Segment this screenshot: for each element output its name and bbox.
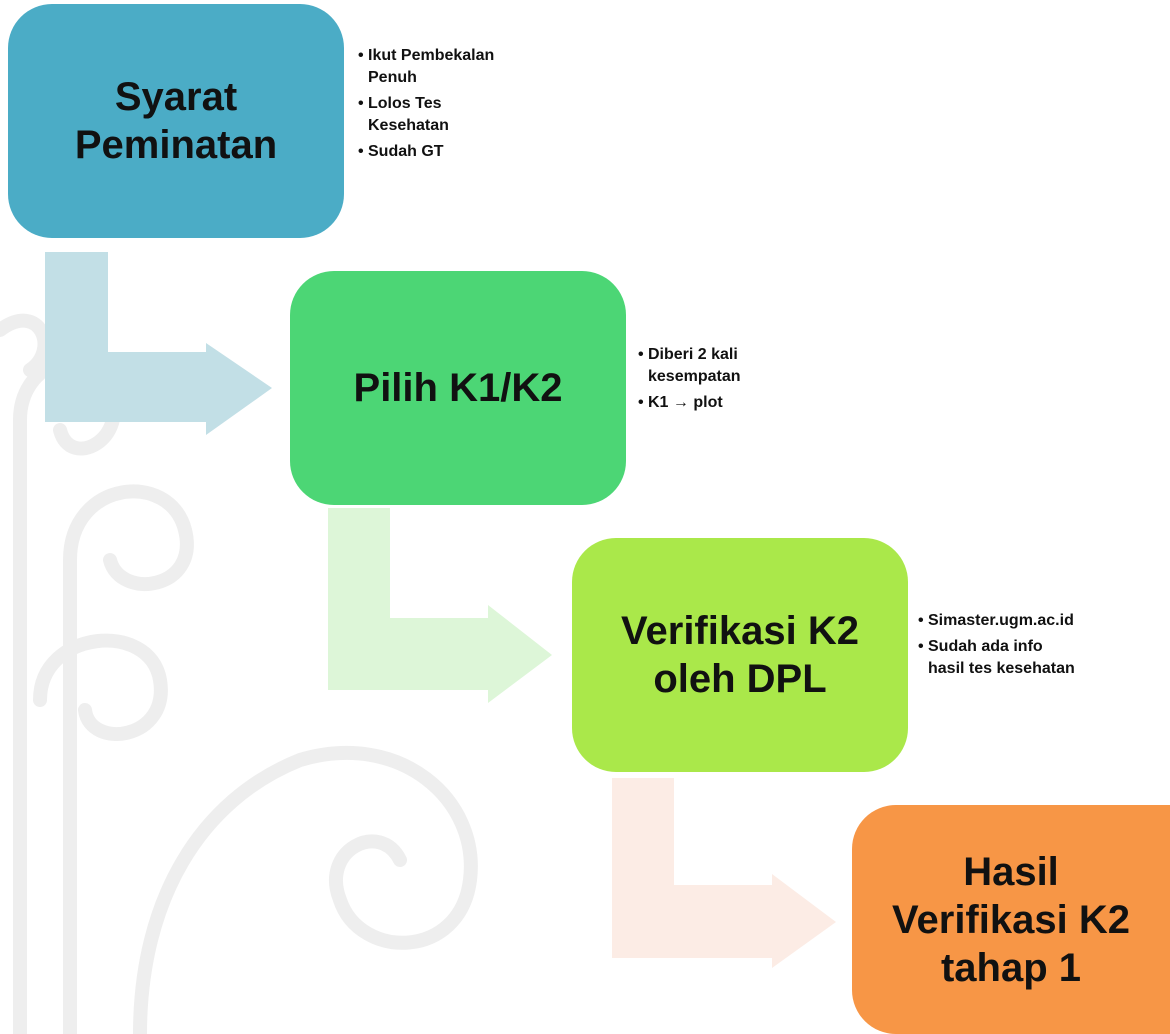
- note-item: Simaster.ugm.ac.id: [918, 610, 1075, 632]
- step-notes-verifikasi-k2-oleh-dpl: Simaster.ugm.ac.id Sudah ada info hasil …: [918, 610, 1075, 684]
- note-item: Sudah GT: [358, 141, 494, 163]
- step-title: Hasil Verifikasi K2 tahap 1: [892, 849, 1130, 990]
- step-notes-syarat-peminatan: Ikut Pembekalan Penuh Lolos Tes Kesehata…: [358, 45, 494, 167]
- note-item: K1 → plot: [638, 392, 741, 414]
- connector-arrow-shape: [45, 252, 272, 435]
- note-item: Diberi 2 kali kesempatan: [638, 344, 741, 388]
- note-item: Sudah ada info hasil tes kesehatan: [918, 636, 1075, 680]
- step-title: Pilih K1/K2: [353, 366, 563, 410]
- connector-arrow-shape: [328, 508, 552, 703]
- step-title: Verifikasi K2 oleh DPL: [621, 609, 859, 701]
- step-box-pilih-k1-k2: Pilih K1/K2: [290, 271, 626, 505]
- step-box-hasil-verifikasi-k2: Hasil Verifikasi K2 tahap 1: [852, 805, 1170, 1034]
- step-title: Syarat Peminatan: [74, 75, 278, 167]
- step-notes-pilih-k1-k2: Diberi 2 kali kesempatan K1 → plot: [638, 344, 741, 418]
- connector-arrow-shape: [612, 778, 836, 968]
- step-box-verifikasi-k2-oleh-dpl: Verifikasi K2 oleh DPL: [572, 538, 908, 772]
- note-item: Ikut Pembekalan Penuh: [358, 45, 494, 89]
- note-item: Lolos Tes Kesehatan: [358, 93, 494, 137]
- step-box-syarat-peminatan: Syarat Peminatan: [8, 4, 344, 238]
